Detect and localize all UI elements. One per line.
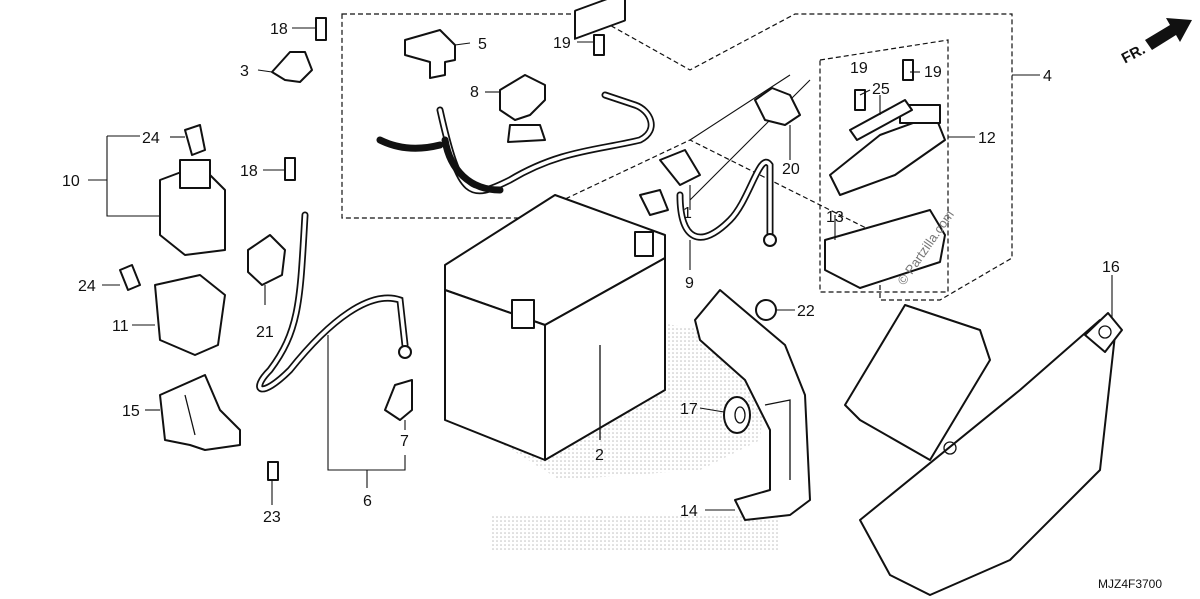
bolt-18-top [315,17,327,41]
cushion [723,396,751,434]
side-cover [844,304,1123,596]
label-24-bottom: 24 [78,278,96,295]
label-9: 9 [685,275,694,292]
label-8: 8 [470,84,479,101]
label-17: 17 [680,401,698,418]
bolt-19-b [854,89,866,111]
label-22: 22 [797,303,815,320]
front-direction-arrow: FR. [1119,18,1192,67]
bolt-19-c [902,59,914,81]
label-15: 15 [122,403,140,420]
starter-relay [159,124,226,256]
label-2: 2 [595,447,604,464]
label-20: 20 [782,161,800,178]
front-label: FR. [1119,41,1148,67]
label-16: 16 [1102,259,1120,276]
label-18-mid: 18 [240,163,258,180]
label-18-top: 18 [270,21,288,38]
label-5: 5 [478,36,487,53]
clamp-20 [754,87,801,126]
label-21: 21 [256,324,274,341]
label-7: 7 [400,433,409,450]
label-24-top: 24 [142,130,160,147]
terminal-boot [384,379,413,421]
fuse-box-cover [824,209,946,289]
bolt-23 [267,461,279,481]
cable-6 [256,211,412,393]
label-12: 12 [978,130,996,147]
label-10: 10 [62,173,80,190]
fuse-strip [849,99,913,141]
clamp-3 [271,51,313,83]
label-14: 14 [680,503,698,520]
label-13: 13 [826,209,844,226]
wire-harness [376,91,655,195]
label-11: 11 [112,318,129,335]
clamp-21 [247,234,286,286]
terminal-cover-5 [404,29,456,79]
diagram-code: MJZ4F3700 [1098,577,1162,591]
bolt-19-a [593,34,605,56]
label-19-b: 19 [850,60,868,77]
label-19-a: 19 [553,35,571,52]
terminal-cover-8 [499,74,546,143]
battery-stay [694,289,811,521]
bolt-22 [755,299,777,321]
relay-cover [119,264,226,356]
relay-holder [159,374,241,451]
bracket-10 [88,135,160,217]
label-4: 4 [1043,68,1052,85]
label-19-c: 19 [924,64,942,81]
label-3: 3 [240,63,249,80]
label-23: 23 [263,509,281,526]
battery-cable-cover [639,149,701,216]
bracket-6 [327,335,406,488]
group-12-outline [819,39,949,293]
bolts [267,17,914,481]
cable-9 [676,158,777,247]
battery [444,0,666,461]
label-6: 6 [363,493,372,510]
label-1: 1 [683,205,692,222]
leader-lines [102,27,1113,511]
bolt-18-mid [284,157,296,181]
label-25: 25 [872,81,890,98]
